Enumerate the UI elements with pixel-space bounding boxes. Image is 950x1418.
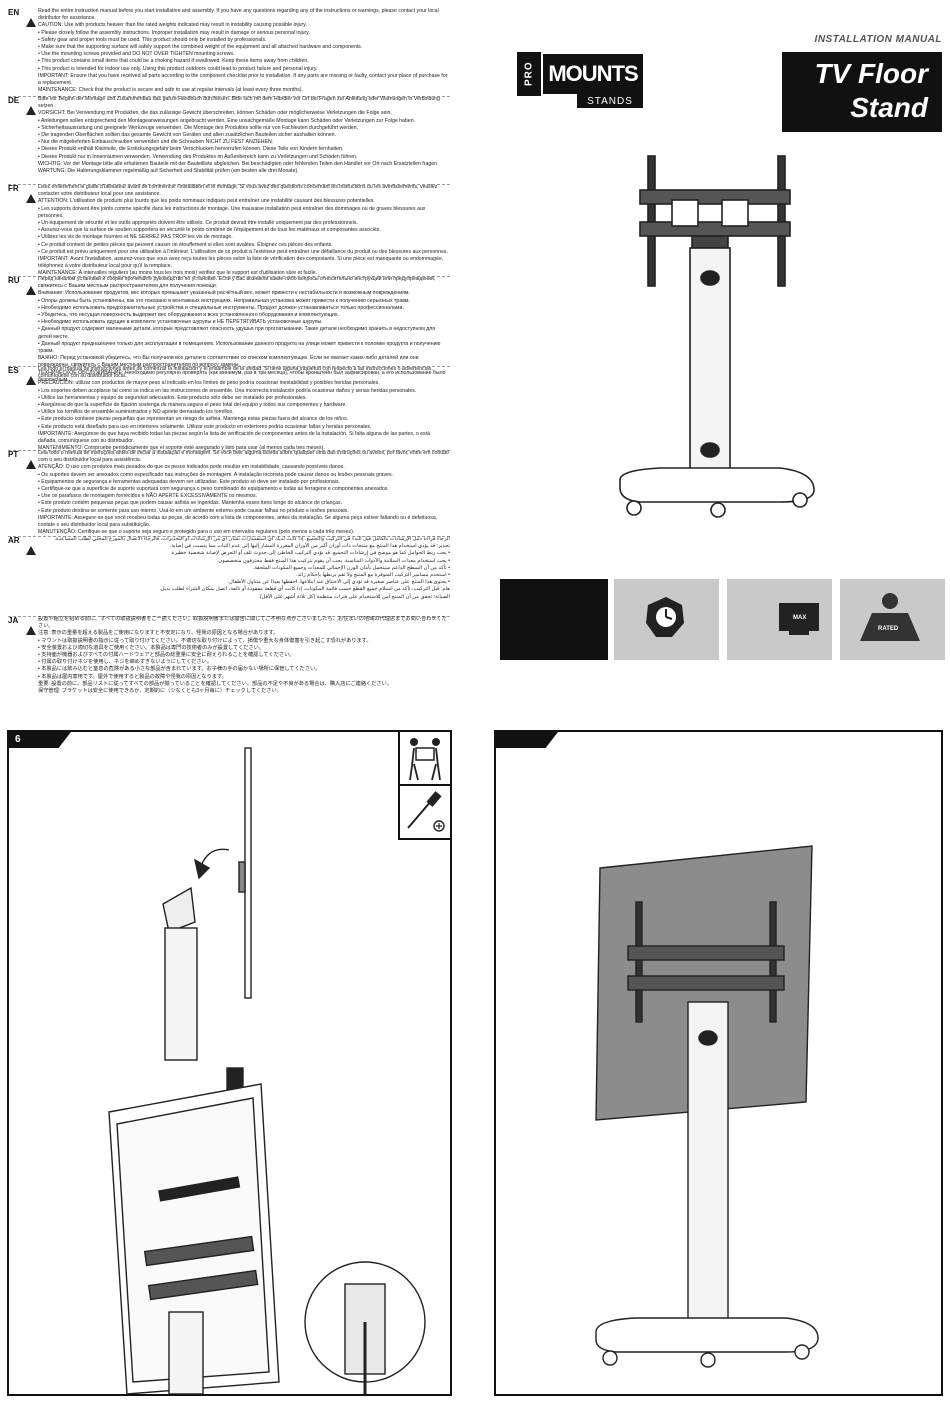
lang-text: Leia todo o manual de instruções antes d… bbox=[38, 450, 449, 536]
pole-lower bbox=[168, 1311, 204, 1394]
title-box: TV Floor Stand bbox=[782, 52, 942, 132]
stand-pole bbox=[687, 1001, 729, 1327]
title-line-2: Stand bbox=[850, 92, 928, 123]
caster-wheel bbox=[710, 502, 726, 518]
max-label: MAX bbox=[793, 615, 807, 621]
stand-base bbox=[595, 1317, 819, 1353]
lang-block-de: DE Bitte vor Beginn der Montage und Zusa… bbox=[8, 96, 450, 185]
stand-illustration bbox=[619, 155, 815, 518]
lang-block-ja: JA 設置や組立を始める前に、すべての取扱説明書をご一読ください。取扱説明書また… bbox=[8, 616, 450, 704]
stand-pole bbox=[689, 247, 731, 481]
logo-stands: STANDS bbox=[577, 94, 643, 108]
tilt-swivel-icon bbox=[646, 597, 684, 637]
brand-logo: PRO MOUNTS STANDS bbox=[517, 52, 643, 110]
lang-text: 設置や組立を始める前に、すべての取扱説明書をご一読ください。取扱説明書または警告… bbox=[38, 616, 447, 695]
lang-text: Bitte vor Beginn der Montage und Zusamme… bbox=[38, 96, 441, 175]
lang-block-en: EN Read the entire instruction manual be… bbox=[8, 8, 450, 97]
spec-strip-lead bbox=[500, 579, 608, 660]
step-tools-box bbox=[398, 732, 450, 840]
spec-tilt bbox=[614, 579, 719, 660]
cable-hole bbox=[700, 270, 720, 286]
cable-hole bbox=[700, 442, 720, 458]
manual-label: INSTALLATION MANUAL bbox=[814, 34, 942, 45]
warning-icon bbox=[26, 106, 36, 115]
bracket-plate bbox=[721, 199, 749, 227]
cable-hole bbox=[698, 1030, 718, 1046]
warning-icon bbox=[26, 546, 36, 555]
bracket-arm-left bbox=[647, 155, 656, 287]
step-number: 6 bbox=[9, 732, 71, 748]
tv-vent bbox=[158, 1176, 241, 1202]
rated-weight-icon bbox=[860, 593, 920, 641]
warning-icon bbox=[26, 460, 36, 469]
pole-upper bbox=[164, 927, 198, 1061]
spec-max: MAX bbox=[727, 579, 832, 660]
lang-text: Read the entire instruction manual befor… bbox=[38, 8, 448, 94]
bracket-rail bbox=[143, 1235, 255, 1267]
caster-wheel bbox=[794, 1344, 810, 1360]
screwdriver-icon bbox=[407, 791, 445, 832]
caster-wheel bbox=[792, 492, 808, 508]
max-screen-icon bbox=[779, 603, 819, 635]
lang-block-ar: AR الرجاء قراءة دليل الإرشادات بالكامل ق… bbox=[8, 536, 450, 617]
lang-code: EN bbox=[8, 8, 20, 17]
tv-back-panel bbox=[116, 1097, 270, 1383]
lang-code: RU bbox=[8, 276, 20, 285]
bracket-rail-top bbox=[627, 945, 785, 961]
bracket-rail-bottom bbox=[627, 975, 785, 991]
curved-arrow bbox=[200, 848, 230, 867]
two-person-lift-icon bbox=[409, 738, 441, 781]
lang-block-fr: FR Lisez entièrement le guide d'utilisat… bbox=[8, 184, 450, 277]
lang-text: Lea todo el manual de instrucciones ante… bbox=[38, 366, 433, 452]
caster-wheel bbox=[700, 1352, 716, 1368]
step-panel-7 bbox=[494, 730, 943, 1396]
pole-collar bbox=[691, 235, 729, 249]
caster-wheel bbox=[626, 500, 642, 516]
rated-label: RATED bbox=[878, 626, 899, 632]
stand-base bbox=[619, 467, 815, 503]
bracket-arm-left bbox=[635, 901, 643, 1023]
step-6-illustration bbox=[108, 747, 426, 1394]
bracket-side bbox=[162, 886, 196, 933]
bracket-rail-bottom bbox=[639, 221, 791, 237]
caster-wheel bbox=[602, 1350, 618, 1366]
warning-icon bbox=[26, 286, 36, 295]
lang-code: JA bbox=[8, 616, 19, 625]
logo-mounts: MOUNTS bbox=[543, 54, 643, 94]
tools-divider bbox=[400, 784, 450, 786]
bracket-plate bbox=[671, 199, 699, 227]
arrow-head bbox=[193, 858, 211, 880]
bracket-arm-right bbox=[777, 155, 786, 287]
lang-block-ru: RU Перед началом установки и сборки проч… bbox=[8, 276, 450, 383]
spec-rated: RATED bbox=[840, 579, 945, 660]
title-line-1: TV Floor bbox=[814, 58, 928, 89]
lang-code: FR bbox=[8, 184, 19, 193]
lang-block-pt: PT Leia todo o manual de instruções ante… bbox=[8, 450, 450, 537]
lang-text: الرجاء قراءة دليل الإرشادات بالكامل قبل … bbox=[54, 536, 451, 600]
lang-text: Перед началом установки и сборки прочита… bbox=[38, 276, 446, 383]
lang-code: ES bbox=[8, 366, 19, 375]
warning-icon bbox=[26, 376, 36, 385]
lang-code: PT bbox=[8, 450, 19, 459]
warning-icon bbox=[26, 194, 36, 203]
bracket-arm-right bbox=[769, 901, 777, 1023]
bracket-rail bbox=[147, 1269, 259, 1301]
step-panel-6: 6 bbox=[7, 730, 452, 1396]
logo-pro: PRO bbox=[517, 52, 541, 96]
lang-block-es: ES Lea todo el manual de instrucciones a… bbox=[8, 366, 450, 451]
lang-text: Lisez entièrement le guide d'utilisateur… bbox=[38, 184, 448, 277]
tv-side-view bbox=[244, 747, 252, 999]
bracket-rail-top bbox=[639, 189, 791, 205]
lang-code: DE bbox=[8, 96, 20, 105]
warning-icon bbox=[26, 626, 36, 635]
step-7-illustration bbox=[595, 845, 819, 1368]
tv-bracket-arm bbox=[238, 861, 246, 893]
step-number bbox=[496, 732, 558, 748]
warning-icon bbox=[26, 18, 36, 27]
lang-code: AR bbox=[8, 536, 20, 545]
